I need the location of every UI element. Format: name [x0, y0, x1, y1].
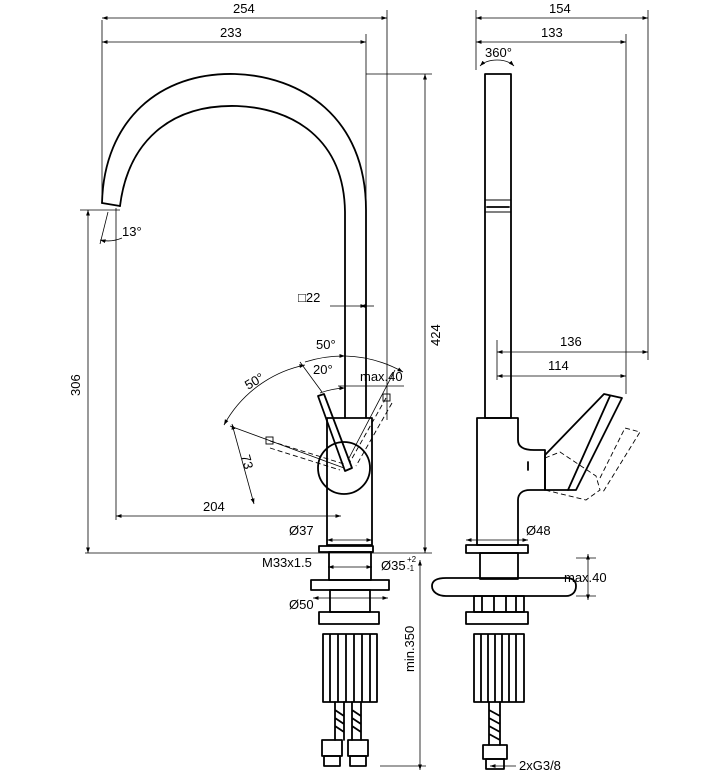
lever-handle [317, 393, 353, 472]
lever-alt-left [269, 440, 345, 471]
front-washer [310, 579, 390, 591]
lever-alt-tip-left [265, 436, 274, 445]
side-hose-end [485, 758, 505, 770]
side-hose-nut [482, 744, 508, 760]
front-hose-nut-left [321, 739, 343, 757]
dim-lever-travel: max.40 [360, 369, 403, 384]
dim-lever-angle-front: 50° [316, 337, 336, 352]
dim-reach-to-lever: 204 [203, 499, 225, 514]
side-lever-edge [567, 395, 611, 491]
lever-hub [317, 441, 371, 495]
dim-hole-diameter: Ø35 [381, 558, 406, 573]
dim-side-width-outer: 154 [549, 1, 571, 16]
front-clamp-plate [318, 611, 380, 625]
front-hose-nut-right [347, 739, 369, 757]
side-deck [431, 577, 577, 597]
front-spout [101, 73, 367, 419]
dim-hose-connection: 2xG3/8 [519, 758, 561, 773]
side-lever-alt [544, 427, 641, 501]
dim-hole-tol-minus: -1 [407, 564, 415, 573]
dim-base-plate-diameter: Ø50 [289, 597, 314, 612]
side-hose [488, 701, 501, 746]
front-ribbed-sleeve [322, 633, 378, 703]
front-dimensions [80, 10, 432, 770]
dim-side-lever-reach-outer: 136 [560, 334, 582, 349]
front-spout-inner [119, 105, 346, 419]
dim-deck-thickness: max.40 [564, 570, 607, 585]
dim-lever-angle-min: 20° [313, 362, 333, 377]
dim-hole-tol-plus: +2 [407, 555, 417, 564]
dim-front-width-spout: 233 [220, 25, 242, 40]
side-dimensions [466, 10, 649, 768]
dim-side-base-diameter: Ø48 [526, 523, 551, 538]
side-spout [484, 73, 512, 419]
side-view [431, 59, 641, 770]
front-hose-left [334, 701, 345, 741]
lever-alt-tip-right [382, 393, 391, 402]
dim-spout-section: □22 [298, 290, 320, 305]
dim-swivel: 360° [485, 45, 512, 60]
front-body [326, 417, 373, 546]
lever-alt-right [349, 397, 393, 467]
side-flange [465, 544, 529, 554]
dim-body-diameter: Ø37 [289, 523, 314, 538]
side-nut [473, 595, 525, 613]
front-hose-right [351, 701, 362, 741]
side-labels: 154 133 360° 136 114 Ø48 max.40 2xG3/8 [485, 1, 607, 773]
dim-min-length: min.350 [402, 626, 417, 672]
side-ribbed-sleeve [473, 633, 525, 703]
front-view [101, 73, 393, 767]
dim-side-lever-reach-inner: 114 [548, 358, 569, 373]
front-spout-outlet [101, 202, 121, 207]
side-lever [544, 393, 623, 491]
front-hose-end-left [323, 755, 341, 767]
dim-lever-angle-back: 50° [242, 370, 267, 393]
front-hose-end-right [349, 755, 367, 767]
dim-spout-tilt: 13° [122, 224, 142, 239]
front-thread-body [328, 551, 372, 581]
side-clamp-plate [465, 611, 529, 625]
front-nut [329, 589, 371, 613]
side-rotate-arc [479, 59, 515, 67]
dim-front-width-outer: 254 [233, 1, 255, 16]
dim-total-height: 424 [428, 324, 443, 346]
front-labels: 254 233 13° □22 424 306 50° 50° 20° max.… [68, 1, 443, 672]
dim-thread: M33x1.5 [262, 555, 312, 570]
dim-lever-radius: 73 [238, 453, 256, 471]
side-thread-body [479, 552, 519, 580]
dim-side-width-spout: 133 [541, 25, 563, 40]
dim-spout-height: 306 [68, 374, 83, 396]
